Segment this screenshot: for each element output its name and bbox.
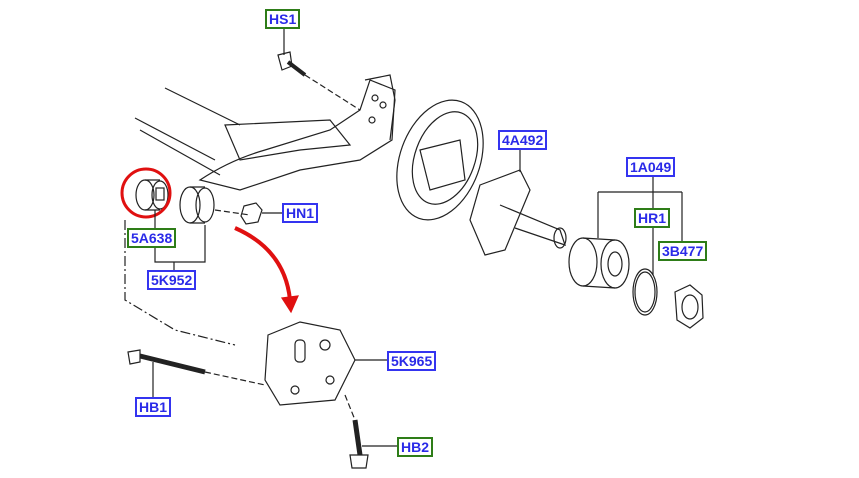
label-hb2[interactable]: HB2 bbox=[397, 437, 434, 457]
rear-axle-beam bbox=[134, 74, 396, 191]
red-arrow bbox=[234, 226, 292, 301]
spindle-4a492 bbox=[469, 148, 567, 256]
hub-nut-3b477 bbox=[674, 284, 704, 329]
label-5k965[interactable]: 5K965 bbox=[387, 351, 437, 371]
bracket-5k965 bbox=[264, 321, 388, 406]
brake-backing-plate bbox=[396, 99, 484, 221]
bolt-hb2 bbox=[344, 394, 398, 469]
label-4a492[interactable]: 4A492 bbox=[498, 130, 548, 150]
circlip-hr1 bbox=[632, 268, 658, 316]
label-5a638[interactable]: 5A638 bbox=[127, 228, 177, 248]
label-hs1[interactable]: HS1 bbox=[265, 9, 301, 29]
bushing-5k952 bbox=[179, 186, 215, 224]
bolt-hs1 bbox=[277, 28, 361, 111]
label-1a049[interactable]: 1A049 bbox=[626, 157, 676, 177]
label-hb1[interactable]: HB1 bbox=[135, 397, 172, 417]
label-5k952[interactable]: 5K952 bbox=[147, 270, 197, 290]
bushing-5a638 bbox=[135, 179, 169, 211]
label-3b477[interactable]: 3B477 bbox=[658, 241, 708, 261]
nut-hn1 bbox=[240, 202, 263, 225]
bolt-hb1 bbox=[127, 349, 266, 397]
wheel-bearing-1a049 bbox=[568, 237, 630, 289]
label-hr1[interactable]: HR1 bbox=[634, 208, 671, 228]
label-hn1[interactable]: HN1 bbox=[282, 203, 319, 223]
highlight-circle bbox=[120, 167, 172, 219]
